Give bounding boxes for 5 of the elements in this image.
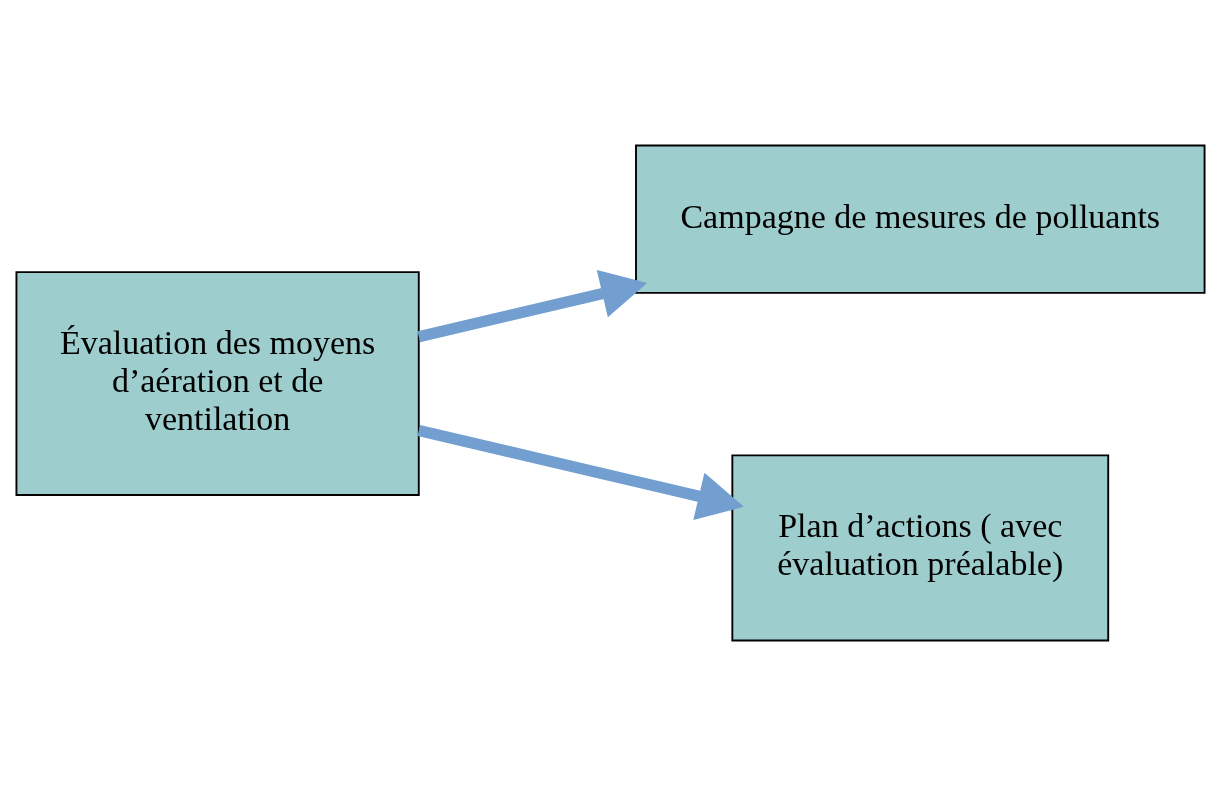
node-box: Plan d’actions ( avec évaluation préalable) <box>731 454 1110 642</box>
node-box: Campagne de mesures de polluants <box>635 144 1206 294</box>
arrow <box>417 269 648 343</box>
arrow <box>417 424 744 520</box>
node-box: Évaluation des moyens d’aération et de ventilation <box>15 271 420 496</box>
